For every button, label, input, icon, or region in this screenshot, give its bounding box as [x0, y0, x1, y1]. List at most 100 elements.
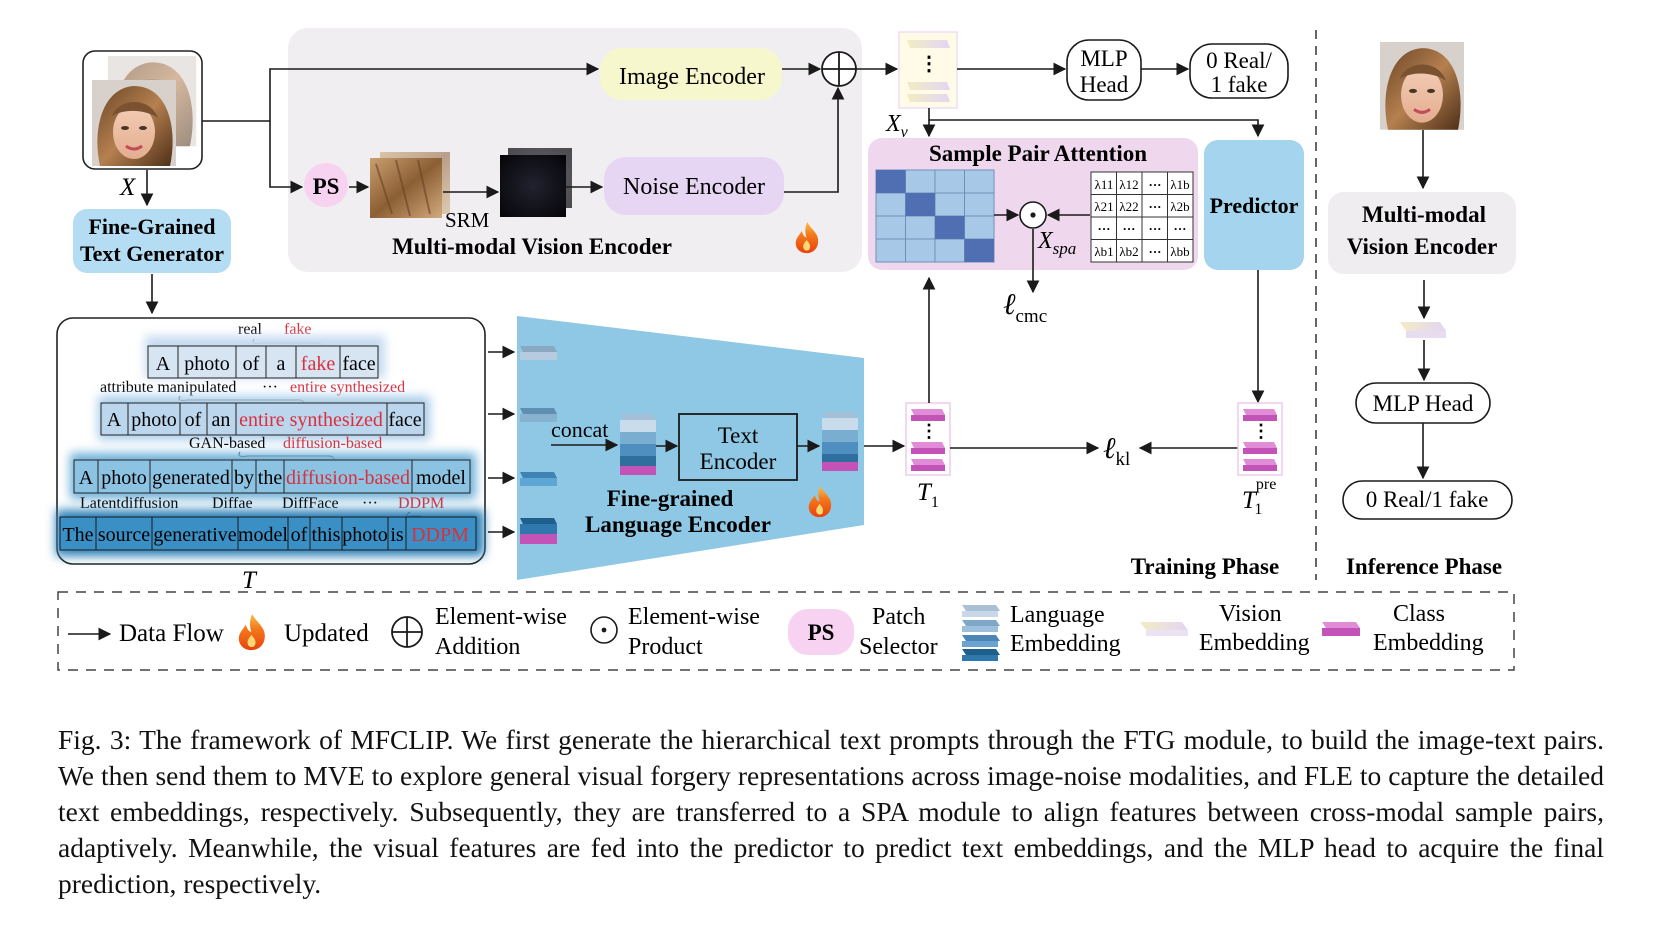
fle-title-line2: Language Encoder [585, 512, 771, 537]
legend: Data Flow Updated Element-wise Addition … [57, 591, 1515, 671]
legend-updated: Updated [284, 620, 369, 647]
xv-label: X [885, 111, 902, 137]
spa-title: Sample Pair Attention [929, 141, 1147, 166]
row2-token-6: face [388, 409, 421, 431]
legend-product-line1: Element-wise [628, 604, 760, 630]
row1-label-real: real [238, 321, 263, 338]
training-output-box: 0 Real/ 1 fake [1189, 43, 1289, 99]
row3-label-diff: diffusion-based [283, 435, 382, 452]
training-phase-label: Training Phase [1131, 554, 1279, 579]
element-wise-product-icon [1019, 201, 1047, 229]
legend-patch-line1: Patch [872, 604, 925, 630]
kl-loss-symbol: ℓ [1103, 432, 1116, 465]
row2-token-3: of [185, 409, 202, 431]
row1-token-5: fake [301, 353, 336, 375]
legend-language-line1: Language [1010, 602, 1105, 628]
inference-vision-embedding [1400, 322, 1446, 338]
cmc-loss-sub: cmc [1016, 306, 1048, 327]
row4-token-1: The [62, 524, 93, 546]
inference-phase-label: Inference Phase [1346, 554, 1502, 579]
row2-token-2: photo [131, 409, 177, 431]
element-wise-addition-icon [821, 51, 857, 87]
noise-encoder-box [604, 157, 784, 215]
ps-label: PS [313, 174, 340, 199]
vision-embedding-stack: ⋮ [898, 31, 958, 109]
lambda-dots-4: ··· [1173, 221, 1186, 236]
image-encoder-box [600, 48, 782, 100]
row4-token-2: source [98, 524, 150, 546]
text-prompt-list: real fake A photo of a fake face attribu… [56, 317, 486, 565]
legend-class-line1: Class [1393, 601, 1445, 627]
multimodal-vision-encoder-block: Image Encoder Noise Encoder PS SRM Multi… [288, 28, 862, 272]
row1-token-6: face [342, 353, 375, 375]
row4-token-8: is [390, 524, 404, 546]
row4-tokens: The source generative model of this phot… [59, 516, 477, 551]
inference-mve-line2: Vision Encoder [1347, 234, 1498, 259]
text-encoder-line2: Encoder [700, 449, 777, 474]
attention-matrix [875, 169, 995, 263]
ftg-line1: Fine-Grained [88, 214, 215, 239]
fle-title-line1: Fine-grained [607, 486, 734, 511]
row1-token-4: a [277, 353, 286, 375]
row2-token-5: entire synthesized [239, 409, 383, 431]
lambda-b-dots: ··· [1148, 244, 1161, 259]
lambda-11: λ11 [1095, 177, 1114, 192]
row2-label-dots: ··· [262, 379, 278, 396]
lambda-dots-3: ··· [1148, 221, 1161, 236]
noise-patch-icon [500, 148, 572, 217]
legend-vision-line2: Embedding [1199, 630, 1310, 656]
lambda-21: λ21 [1094, 199, 1113, 214]
row3-token-1: A [79, 467, 94, 489]
legend-language-line2: Embedding [1010, 631, 1121, 657]
lambda-1b: λ1b [1170, 177, 1189, 192]
legend-vision-embedding-icon [1140, 622, 1188, 636]
row3-token-7: model [416, 467, 466, 489]
output-line1: 0 Real/ [1206, 48, 1272, 73]
row2-tokens: A photo of an entire synthesized face [100, 402, 425, 436]
row3-label-gan: GAN-based [189, 435, 265, 452]
legend-ps-label: PS [808, 620, 835, 645]
xv-sub: v [901, 124, 909, 141]
legend-patch-line2: Selector [859, 634, 938, 660]
legend-class-embedding-icon [1322, 622, 1360, 636]
row4-token-7: photo [342, 524, 388, 546]
inference-face-image [1378, 40, 1466, 132]
legend-flame-icon [238, 614, 265, 651]
inference-mlp-label: MLP Head [1373, 391, 1474, 416]
class-embedding-stack-t1: ⋮ [905, 402, 951, 476]
concat-label: concat [551, 417, 608, 442]
legend-class-line2: Embedding [1373, 630, 1484, 656]
legend-addition-line2: Addition [435, 634, 520, 660]
t1pre-label: T [1242, 487, 1258, 514]
legend-product-icon [590, 616, 618, 644]
row1-token-1: A [156, 353, 171, 375]
mlp-head-line1: MLP [1080, 46, 1127, 71]
row4-label-2: Diffae [212, 495, 253, 512]
row2-token-4: an [212, 409, 231, 431]
t-label: T [242, 567, 258, 594]
encoded-stack-icon [822, 412, 858, 471]
inference-mlp-head: MLP Head [1355, 382, 1491, 424]
legend-ps-badge [788, 609, 854, 655]
image-encoder-label: Image Encoder [619, 64, 765, 90]
row2-token-1: A [107, 409, 122, 431]
figure-caption: Fig. 3: The framework of MFCLIP. We firs… [58, 724, 1604, 899]
lambda-dots-2: ··· [1122, 221, 1135, 236]
lambda-b1: λb1 [1094, 244, 1113, 259]
svg-text:Xv: Xv [885, 111, 909, 141]
sample-pair-attention-block: Sample Pair Attention Xspa [868, 138, 1198, 270]
concat-stack-icon [620, 414, 656, 475]
row4-label-1: Latentdiffusion [80, 495, 178, 512]
row3-token-3: generated [152, 467, 230, 489]
lambda-b2: λb2 [1119, 244, 1138, 259]
prompt-embedding-chips [520, 346, 557, 544]
predictor-label: Predictor [1210, 193, 1299, 218]
inference-output-label: 0 Real/1 fake [1366, 487, 1489, 512]
lambda-22: λ22 [1119, 199, 1138, 214]
legend-addition-icon [391, 616, 423, 648]
row1-token-3: of [243, 353, 260, 375]
row3-token-4: by [234, 467, 254, 489]
row4-token-6: this [312, 524, 341, 546]
noise-encoder-label: Noise Encoder [623, 174, 765, 200]
